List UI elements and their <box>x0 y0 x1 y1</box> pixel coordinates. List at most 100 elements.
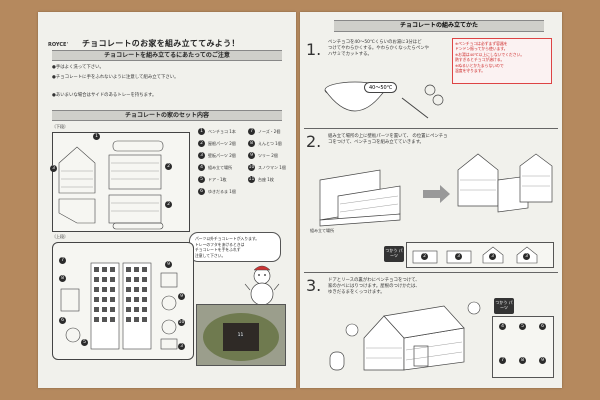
snowman-illustration <box>244 265 280 306</box>
tray-number-badge: 5 <box>81 339 88 346</box>
lower-tray-diagram: 3 1 2 2 <box>50 132 190 232</box>
left-page: ROYCE' チョコレートのお家を組み立ててみよう！ チョコレートを組み立てるに… <box>38 12 296 388</box>
part-number-badge: 4 <box>499 323 506 330</box>
part-number-badge: 5 <box>519 323 526 330</box>
strip-number-badge: 3 <box>489 253 496 260</box>
step-3-line: ドアとリースの裏がわにベンチョコをつけて、 <box>328 278 420 283</box>
warning-line: 熱すぎるとチョコが溶ける。 <box>455 57 505 63</box>
part-label-3: 壁板パーツ 2個 <box>208 153 236 158</box>
part-number-badge: 8 <box>519 357 526 364</box>
step-1-warning-box: ※ペンチョコは必ずまず容器を ドンドン振ってから使います。 ※お湯は40℃以上に… <box>452 38 552 84</box>
note-1: ●手はよく洗って下さい。 <box>52 65 104 70</box>
right-page: チョコレートの組み立てかた 1. ベンチョコを40〜50℃くらいのお湯に3分ほど… <box>300 12 562 388</box>
bubble-line: パーツ以外チョコレートが入ります。 <box>195 236 260 241</box>
step-2-number: 2. <box>306 132 322 151</box>
bubble-line: トレーのフタをあけるときは <box>195 241 245 247</box>
part-number-badge: 1 <box>93 133 100 140</box>
caution-header: チョコレートを組み立てるにあたってのご注意 <box>52 50 282 61</box>
assembly-title: チョコレートの組み立てかた <box>334 20 544 32</box>
strip-number-badge: 2 <box>421 253 428 260</box>
part-label-9: ツリー 2個 <box>258 153 278 158</box>
step-1-illustration <box>324 81 444 119</box>
page-title: チョコレートのお家を組み立ててみよう！ <box>82 39 240 48</box>
step-3-parts-box: 4 5 6 7 8 9 <box>492 316 554 378</box>
part-num-10: 10 <box>248 164 255 171</box>
upper-tray-illustration <box>60 262 178 350</box>
part-num-7: 7 <box>248 128 255 135</box>
step-3-parts-badge: つかう パーツ <box>494 298 514 314</box>
step-2-parts-badge: つかう パーツ <box>384 246 404 262</box>
strip-number-badge: 3 <box>455 253 462 260</box>
base-photo: 11 <box>196 304 286 366</box>
lower-tray-illustration <box>58 140 164 230</box>
strip-number-badge: 3 <box>523 253 530 260</box>
step-3-line: 家のかべにはりつけます。屋根のつけかたは、 <box>328 284 420 289</box>
step-2-line: 組み立て場所の上に壁板パーツを置いて、 の位置にペンチョ <box>328 134 448 139</box>
part-number-badge: 7 <box>499 357 506 364</box>
upper-tray-label: 〔上段〕 <box>52 234 68 239</box>
step-2-parts-strip: 2 3 3 3 <box>406 242 554 268</box>
tray-number-badge: 6 <box>59 317 66 324</box>
part-number-badge: 9 <box>539 357 546 364</box>
part-number-badge: 2 <box>165 201 172 208</box>
part-number-badge: 2 <box>165 163 172 170</box>
part-num-5: 5 <box>198 176 205 183</box>
step-2-text: 組み立て場所の上に壁板パーツを置いて、 の位置にペンチョ コをつけて、ベンチョコ… <box>328 134 448 146</box>
warning-line: ※お湯は40℃以上にしないでください。 <box>455 51 525 57</box>
step-1-text: ベンチョコを40〜50℃くらいのお湯に3分ほど つけてやわらかくする。やわらかく… <box>328 40 429 58</box>
tray-number-badge: 3 <box>178 343 185 350</box>
warning-line: ドンドン振ってから使います。 <box>455 46 508 52</box>
bubble-line: チョコレートを手をふれず <box>195 247 241 253</box>
part-num-4: 4 <box>198 164 205 171</box>
step-1-line: ベンチョコを40〜50℃くらいのお湯に3分ほど <box>328 40 422 45</box>
part-num-11: 11 <box>248 176 255 183</box>
part-num-6: 6 <box>198 188 205 195</box>
tray-number-badge: 7 <box>59 257 66 264</box>
photo-number-badge: 11 <box>237 332 244 339</box>
part-num-9: 9 <box>248 152 255 159</box>
part-label-7: ノーズ・2個 <box>258 129 281 134</box>
part-label-10: スノウマン 1個 <box>258 165 286 170</box>
part-label-2: 屋根パーツ 2個 <box>208 141 236 146</box>
part-label-1: ベンチョコ 1本 <box>208 129 236 134</box>
step-3-illustration <box>329 301 481 371</box>
step-1-line: ハサミでカットする。 <box>328 52 372 57</box>
note-2: ●チョコレートに手をふれないように注意して組み立て下さい。 <box>52 75 179 80</box>
set-contents-header: チョコレートの家のセット内容 <box>52 110 282 121</box>
part-number-badge: 6 <box>539 323 546 330</box>
step-3-text: ドアとリースの裏がわにベンチョコをつけて、 家のかべにはりつけます。屋根のつけか… <box>328 278 420 296</box>
tray-number-badge: 9 <box>165 261 172 268</box>
tray-number-badge: 8 <box>59 275 66 282</box>
lower-tray-label: 〔下段〕 <box>52 124 68 129</box>
warning-line: ※ぬるいとかたまらないので <box>455 62 504 68</box>
part-num-2: 2 <box>198 140 205 147</box>
assembly-place-label: 組み立て場所 <box>310 228 334 233</box>
bubble-line: 注意して下さい。 <box>195 252 226 258</box>
part-label-8: えんとつ 1個 <box>258 141 282 146</box>
part-label-4: 組み立て場所 <box>208 165 232 170</box>
tray-number-badge: 9 <box>178 293 185 300</box>
warning-line: 温度を守ります。 <box>455 68 485 74</box>
step-2-illustration <box>319 153 553 227</box>
speech-bubble: パーツ以外チョコレートが入ります。 トレーのフタをあけるときは チョコレートを手… <box>189 232 281 262</box>
step-3-number: 3. <box>306 276 322 295</box>
tray-number-badge: 10 <box>178 319 185 326</box>
part-num-1: 1 <box>198 128 205 135</box>
upper-tray-diagram: 7 8 9 9 10 6 5 3 <box>52 242 194 360</box>
step-divider <box>304 128 558 129</box>
warning-line: ※ペンチョコは必ずまず容器を <box>455 41 508 46</box>
part-label-5: ドア・1枚 <box>208 177 227 182</box>
part-num-3: 3 <box>198 152 205 159</box>
step-divider <box>304 272 558 273</box>
brand-logo-text: ROYCE' <box>48 42 68 48</box>
step-1-line: つけてやわらかくする。やわらかくなったらペンや <box>328 46 429 51</box>
note-3: ●あいまいな場合はサイドのあるトレーを持ちます。 <box>52 93 157 98</box>
part-label-11: 台座 1枚 <box>258 177 274 182</box>
step-1-number: 1. <box>306 40 322 59</box>
step-2-line: コをつけて、ベンチョコを組み立てていきます。 <box>328 140 424 145</box>
step-3-line: ゆきだるまをくっつけます。 <box>328 290 385 295</box>
parts-strip-illustration <box>412 246 538 264</box>
part-label-6: ゆきだるま 1個 <box>208 189 236 194</box>
part-number-badge: 3 <box>50 165 57 172</box>
temperature-label: 40〜50℃ <box>364 82 398 93</box>
